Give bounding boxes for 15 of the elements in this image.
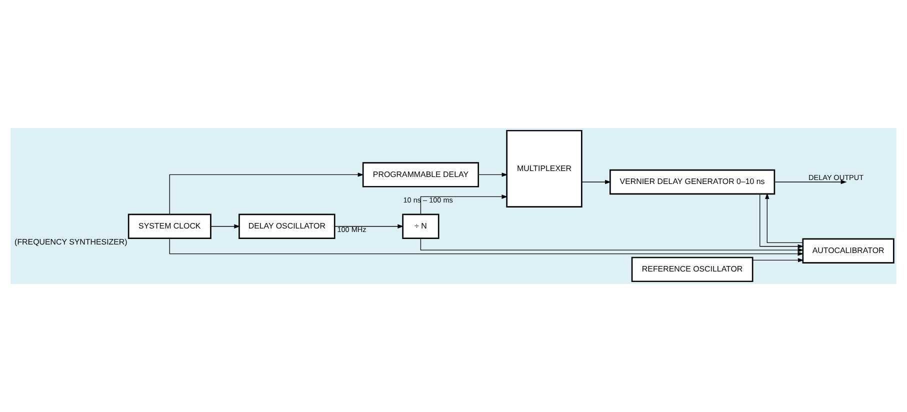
arrow [774, 180, 847, 184]
arrow [169, 238, 804, 256]
arrow [420, 238, 804, 252]
arrow [760, 194, 804, 248]
arrow [581, 180, 612, 184]
arrow [169, 172, 364, 215]
edge-label: 10 ns – 100 ms [403, 196, 453, 205]
arrow [334, 224, 404, 228]
arrow [765, 192, 804, 243]
arrow [752, 258, 804, 262]
arrow [478, 172, 508, 177]
arrow [420, 194, 508, 215]
edge-label: 100 MHz [337, 225, 366, 234]
arrow [210, 224, 240, 228]
edge-label: DELAY OUTPUT [808, 172, 864, 182]
